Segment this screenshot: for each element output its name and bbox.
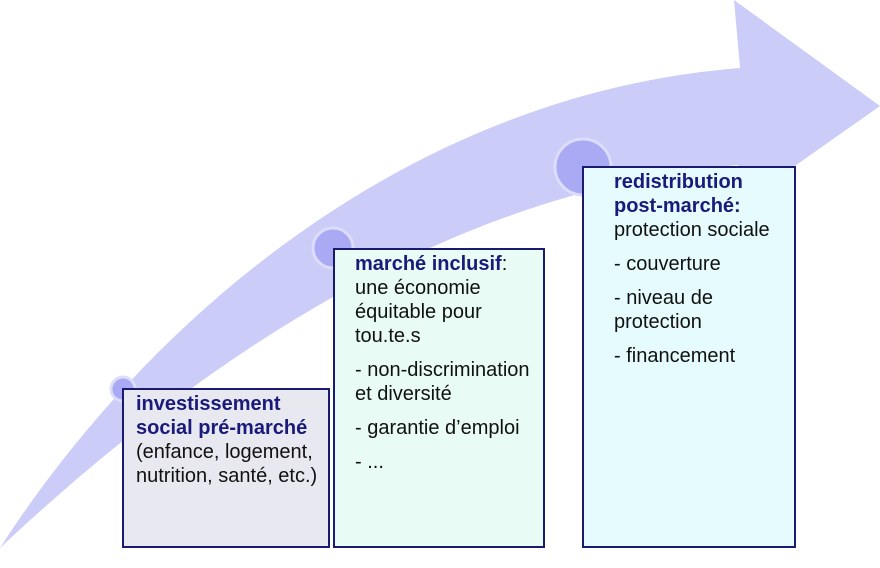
curved-arrow xyxy=(0,0,880,548)
post-market-text: protection sociale xyxy=(614,219,770,241)
post-market-item: - couverture xyxy=(614,253,721,275)
post-market-item: - niveau de protection xyxy=(614,287,713,333)
inclusive-market-item: - garantie d’emploi xyxy=(355,417,520,439)
post-market-box: redistribution post-marché: protection s… xyxy=(582,166,796,548)
inclusive-market-item: - non-discrimination et diversité xyxy=(355,359,530,405)
inclusive-market-text: : une économie équitable pour tou.te.s xyxy=(355,253,508,347)
inclusive-market-item: - ... xyxy=(355,451,384,473)
pre-market-text: (enfance, logement, nutrition, santé, et… xyxy=(136,441,318,487)
inclusive-market-heading: marché inclusif xyxy=(355,253,502,275)
pre-market-heading: investissement social pré-marché xyxy=(136,393,308,439)
post-market-heading: redistribution post-marché: xyxy=(614,171,743,217)
post-market-item: - financement xyxy=(614,345,736,367)
inclusive-market-box: marché inclusif: une économie équitable … xyxy=(333,248,545,548)
pre-market-box: investissement social pré-marché (enfanc… xyxy=(122,388,330,548)
